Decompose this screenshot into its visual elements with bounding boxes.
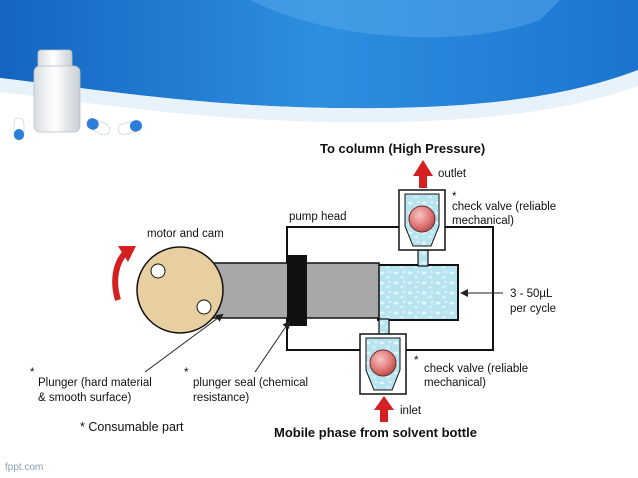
plunger-label-2: & smooth surface) <box>38 392 131 404</box>
pill-bottle-icon <box>33 49 81 133</box>
brand-watermark: fppt.com <box>5 462 44 473</box>
header-decoration <box>0 0 638 141</box>
asterisk-mark: * <box>452 191 457 203</box>
check-valve-top-label-1: check valve (reliable <box>452 201 556 213</box>
outlet-label: outlet <box>438 168 467 180</box>
inlet-label: inlet <box>400 405 422 417</box>
leader-line-plunger <box>144 313 224 373</box>
check-valve-bottom-label-1: check valve (reliable <box>424 363 528 375</box>
cam-hole <box>196 299 212 315</box>
outlet-tube <box>417 249 429 267</box>
motor-cam <box>136 246 224 334</box>
solvent-chamber <box>377 264 459 321</box>
inlet-tube <box>378 318 390 336</box>
pump-head-label: pump head <box>289 211 347 223</box>
cam-hole <box>150 263 166 279</box>
motor-cam-label: motor and cam <box>147 228 224 240</box>
inlet-arrow-icon <box>374 396 394 422</box>
leader-line-seal <box>254 320 291 373</box>
seal-label-2: resistance) <box>193 392 249 404</box>
plunger-label-1: Plunger (hard material <box>38 377 152 389</box>
capsule-icon <box>118 120 143 135</box>
asterisk-mark: * <box>184 367 189 379</box>
rotation-arrow-icon <box>112 246 136 301</box>
volume-label-2: per cycle <box>510 303 556 315</box>
volume-label-1: 3 - 50µL <box>510 288 553 300</box>
check-valve-bottom <box>359 333 407 395</box>
outlet-arrow-icon <box>413 160 433 188</box>
capsule-icon <box>13 117 25 141</box>
bottom-title: Mobile phase from solvent bottle <box>274 425 477 440</box>
asterisk-mark: * <box>30 367 35 379</box>
check-valve-bottom-label-2: mechanical) <box>424 377 486 389</box>
diagram-title: To column (High Pressure) <box>320 141 485 156</box>
seal-label-1: plunger seal (chemical <box>193 377 308 389</box>
check-valve-top <box>398 189 446 251</box>
plunger-seal <box>287 255 307 326</box>
capsule-icon <box>86 117 110 136</box>
asterisk-mark: * <box>414 355 419 367</box>
consumable-note: * Consumable part <box>80 420 184 434</box>
check-valve-top-label-2: mechanical) <box>452 215 514 227</box>
